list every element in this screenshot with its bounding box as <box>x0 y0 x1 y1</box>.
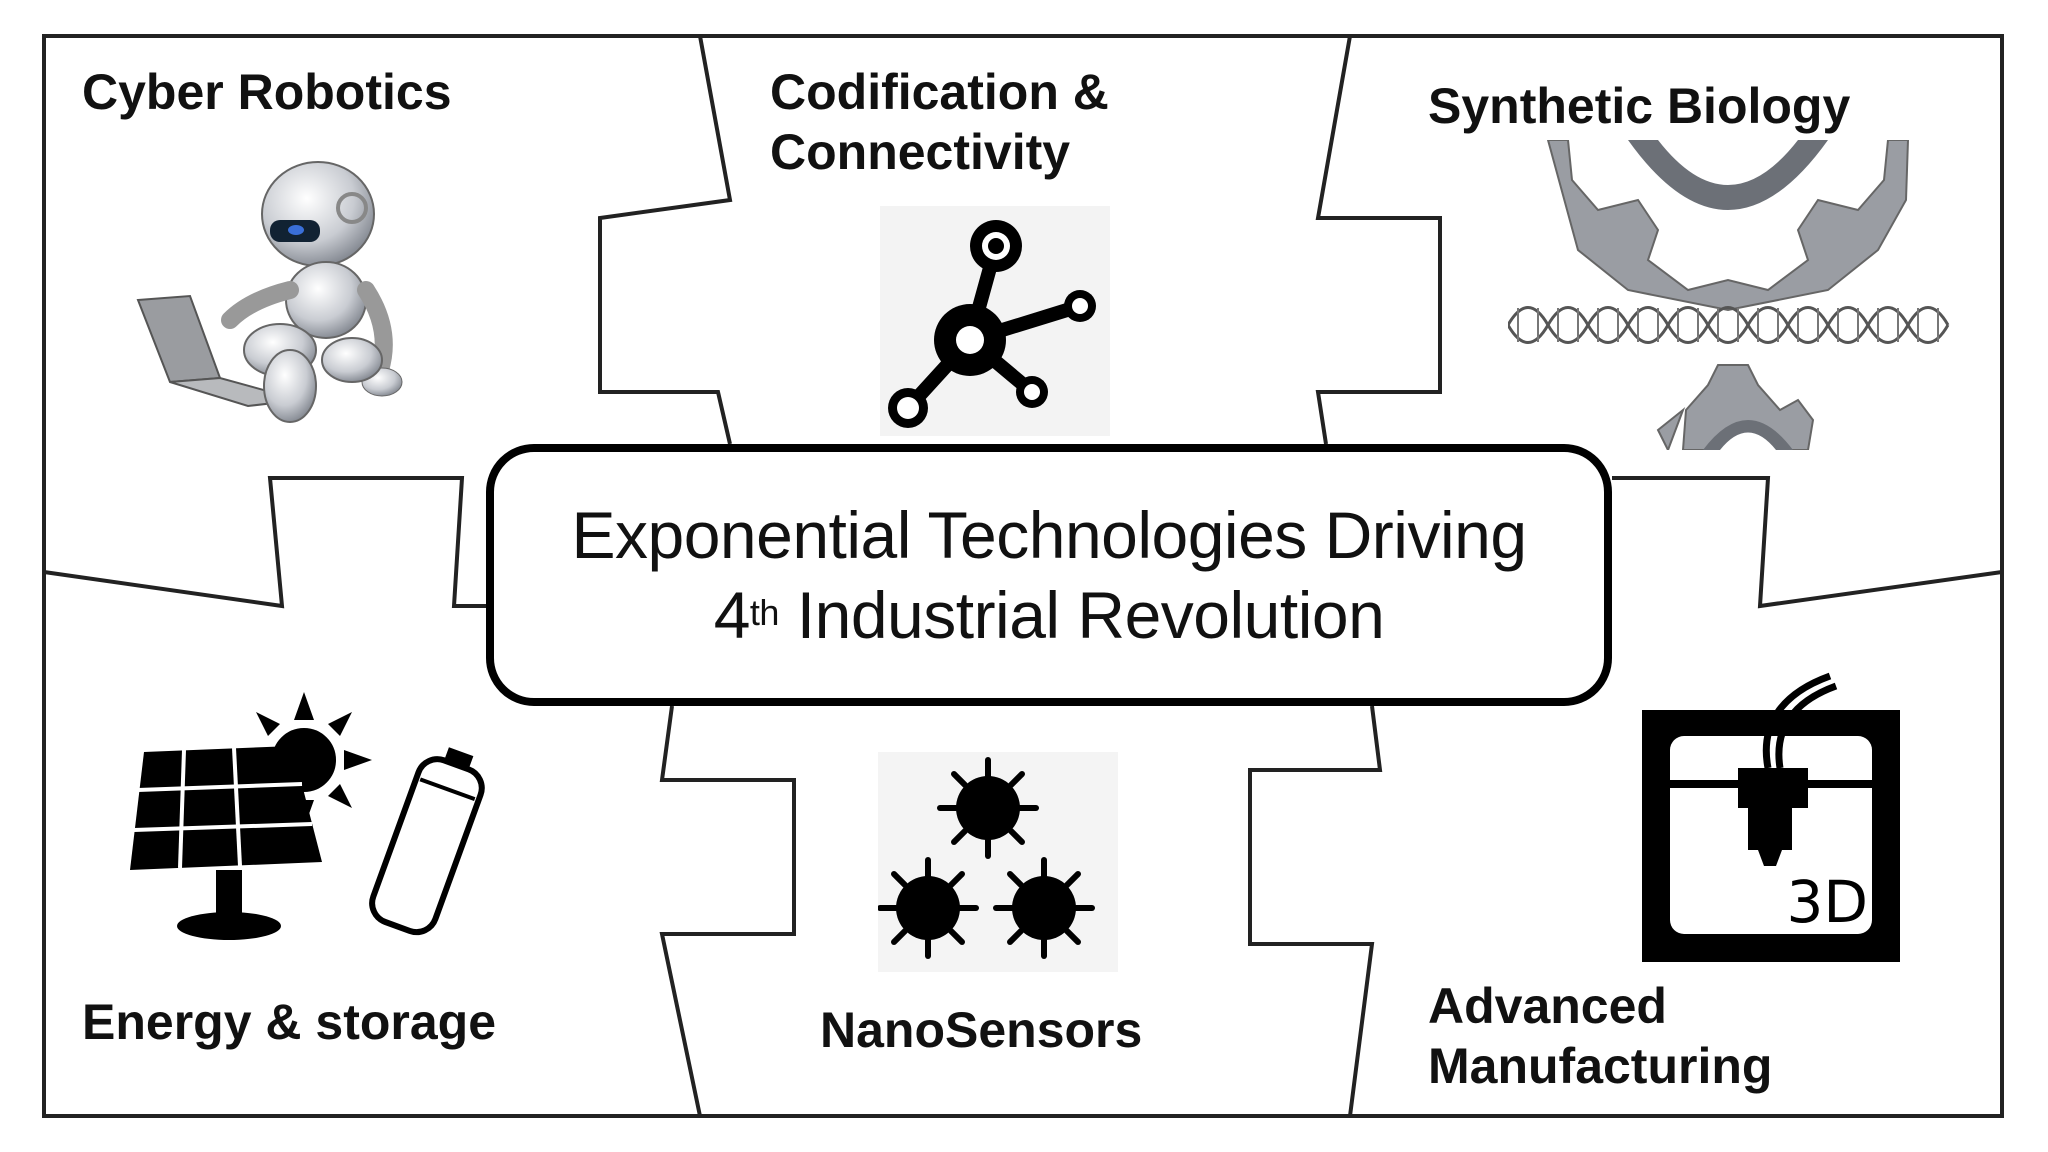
center-title-ordinal-suffix: th <box>749 592 780 633</box>
nanosensors-label: NanoSensors <box>820 1002 1143 1058</box>
advanced-manufacturing-label-line1: Advanced <box>1428 978 1667 1034</box>
center-title-ordinal: 4 <box>713 578 751 652</box>
center-title-box: Exponential Technologies Driving 4th Ind… <box>486 444 1612 706</box>
3d-printer-icon: 3D <box>1642 672 1900 962</box>
solar-panel-battery-icon <box>130 692 485 940</box>
codification-label-line2: Connectivity <box>770 124 1071 180</box>
network-nodes-icon <box>880 206 1110 436</box>
robot-icon <box>136 161 403 423</box>
synthetic-biology-label: Synthetic Biology <box>1428 78 1851 134</box>
center-title-line1: Exponential Technologies Driving <box>571 498 1527 572</box>
3d-printer-icon-text: 3D <box>1786 868 1868 936</box>
nanosensor-particles-icon <box>878 752 1118 972</box>
codification-label-line1: Codification & <box>770 64 1109 120</box>
center-title-line2: 4th Industrial Revolution <box>714 575 1385 655</box>
center-title-rest: Industrial Revolution <box>778 578 1385 652</box>
gear-dna-icon <box>1508 140 1950 450</box>
cyber-robotics-label: Cyber Robotics <box>82 64 452 120</box>
advanced-manufacturing-label-line2: Manufacturing <box>1428 1038 1773 1094</box>
energy-storage-label: Energy & storage <box>82 994 497 1050</box>
